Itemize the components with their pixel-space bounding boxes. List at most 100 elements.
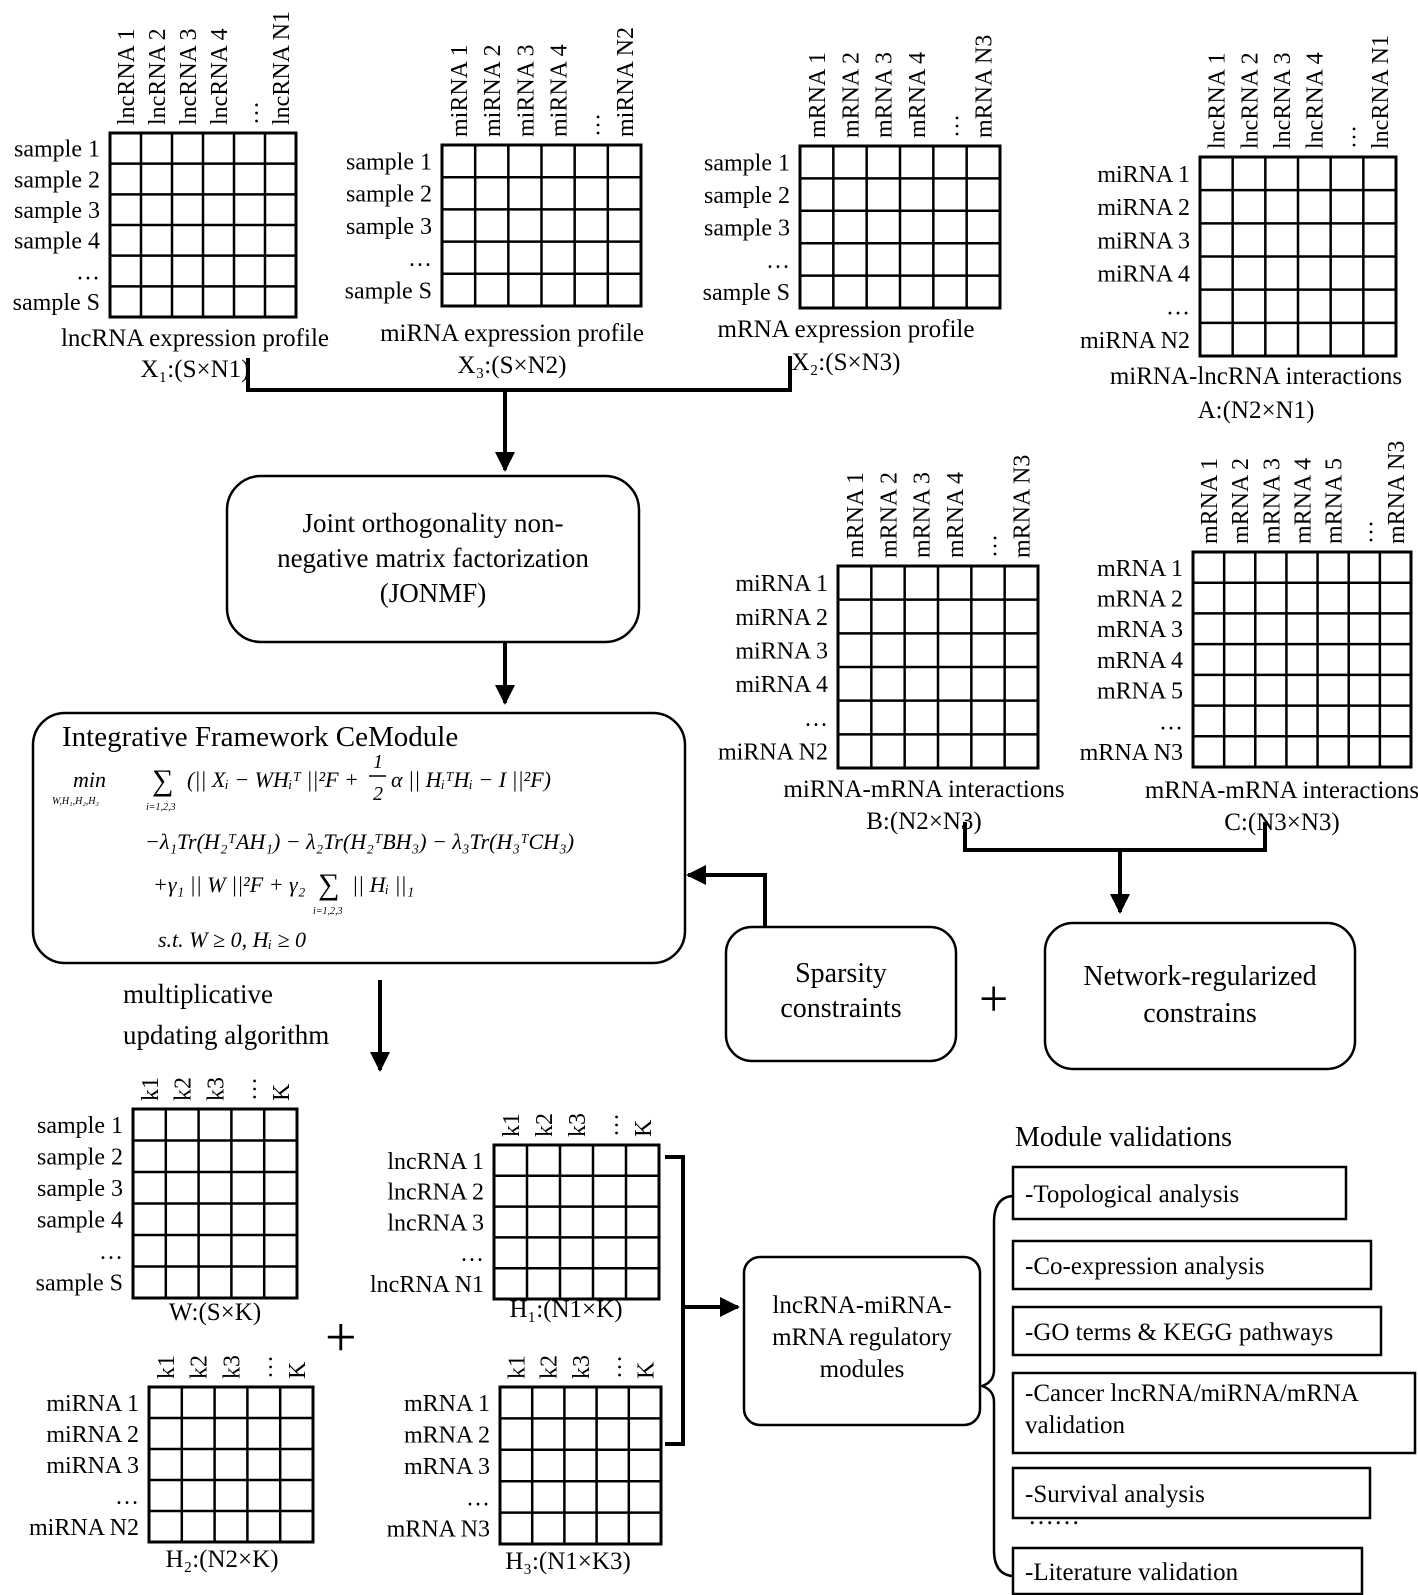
matrix-row-label: sample 1: [37, 1113, 123, 1139]
matrix-column-label: lncRNA 4: [207, 28, 233, 125]
matrix-column-label: lncRNA 1: [1205, 52, 1231, 149]
matrix-row-label: …: [99, 1239, 123, 1265]
matrix-column-label: mRNA 5: [1322, 458, 1348, 544]
matrix-caption: X₃:(S×N2): [458, 352, 567, 379]
matrix-caption: X₂:(S×N3): [792, 349, 901, 376]
matrix-column-label: …: [976, 534, 1002, 558]
matrix-column-label: mRNA 2: [876, 472, 902, 558]
matrix-row-label: sample 3: [704, 215, 790, 241]
matrix-column-label: …: [580, 113, 606, 137]
algorithm-label-1: multiplicative: [123, 979, 273, 1009]
matrix-column-label: lncRNA 3: [1270, 52, 1296, 149]
matrix-column-label: …: [238, 101, 264, 125]
matrix-caption: lncRNA expression profile: [61, 325, 329, 352]
matrix-row-label: mRNA 5: [1097, 679, 1183, 705]
formula-line-3b: || Hᵢ ||₁: [352, 872, 414, 897]
interaction-merge-line: [963, 822, 1267, 852]
regulatory-modules-box: [742, 1255, 982, 1427]
matrix-caption: H₂:(N2×K): [165, 1546, 278, 1573]
matrix-row-label: mRNA 2: [404, 1423, 490, 1449]
matrix-row-label: mRNA 4: [1097, 648, 1183, 674]
matrix-row-label: sample 3: [14, 198, 100, 224]
matrix-row-label: sample 1: [346, 150, 432, 176]
matrix-column-label: lncRNA N1: [1368, 35, 1394, 149]
expression-merge-line: [246, 356, 792, 392]
validation-item: -GO terms & KEGG pathways: [1011, 1305, 1383, 1357]
matrix-column-label: lncRNA 1: [114, 28, 140, 125]
matrix-column-label: miRNA N2: [613, 27, 639, 137]
validation-item-label: -Cancer lncRNA/miRNA/mRNA: [1025, 1380, 1359, 1407]
matrix-column-label: K: [269, 1083, 295, 1101]
matrix-row-label: lncRNA N1: [370, 1272, 484, 1298]
jonmf-text-2: negative matrix factorization: [277, 543, 589, 573]
matrix-column-label: mRNA 4: [943, 472, 969, 558]
matrix-row-label: sample 2: [37, 1145, 123, 1171]
matrix-column-label: K: [631, 1119, 657, 1137]
matrix-caption: B:(N2×N3): [866, 808, 981, 835]
matrix-column-label: mRNA 4: [1290, 458, 1316, 544]
matrix-column-label: lncRNA 4: [1303, 52, 1329, 149]
matrix-column-label: k2: [187, 1355, 213, 1379]
network-text-2: constrains: [1143, 998, 1257, 1029]
matrix-column-label: k3: [219, 1355, 245, 1379]
matrix-row-label: lncRNA 2: [387, 1180, 484, 1206]
matrix-frame: [492, 1143, 661, 1301]
modules-text-3: modules: [820, 1356, 905, 1383]
matrix-column-label: K: [285, 1361, 311, 1379]
matrix-caption: H₃:(N1×K3): [505, 1548, 631, 1575]
jonmf-box: [225, 474, 641, 644]
matrix-column-label: mRNA 3: [872, 52, 898, 138]
validation-item: -Survival analysis: [1011, 1466, 1372, 1520]
formula-line-2: −λ₁Tr(H₂ᵀAH₁) − λ₂Tr(H₂ᵀBH₃) − λ₃Tr(H₃ᵀC…: [145, 829, 574, 854]
matrix-column-label: k2: [532, 1113, 558, 1137]
matrix-row-label: sample 3: [346, 214, 432, 240]
formula-min: min: [73, 767, 106, 792]
matrix-column-label: lncRNA 3: [176, 28, 202, 125]
formula-sum-2: ∑: [318, 868, 339, 901]
matrix-row-label: miRNA N2: [718, 740, 828, 766]
matrix-column-label: …: [252, 1355, 278, 1379]
matrix-row-label: …: [76, 259, 100, 285]
validation-item-label: -Topological analysis: [1025, 1181, 1239, 1208]
matrix-column-label: mRNA 1: [805, 52, 831, 138]
formula-half-denominator: 2: [373, 783, 383, 805]
matrix-row-label: miRNA 4: [735, 672, 828, 698]
matrix-row-label: miRNA N2: [1080, 328, 1190, 354]
matrix-row-label: …: [466, 1485, 490, 1511]
validation-item-box: [1011, 1546, 1364, 1595]
matrix-column-label: mRNA 1: [843, 472, 869, 558]
validation-item-label: -Co-expression analysis: [1025, 1253, 1265, 1280]
matrix-row-label: sample 2: [346, 182, 432, 208]
matrix-frame: [498, 1385, 663, 1546]
matrix-row-label: sample 2: [704, 183, 790, 209]
matrix-row-label: sample 4: [37, 1208, 123, 1234]
validation-item-box: [1011, 1165, 1348, 1221]
objective-formula: min W,H₁,H₂,H₃ ∑ i=1,2,3 (|| Xᵢ − WHᵢᵀ |…: [52, 751, 574, 952]
matrix-row-label: miRNA 2: [735, 605, 828, 631]
matrix-row-label: sample 3: [37, 1176, 123, 1202]
validation-item-label: -GO terms & KEGG pathways: [1025, 1319, 1333, 1346]
matrix-column-label: …: [938, 114, 964, 138]
jonmf-text-1: Joint orthogonality non-: [303, 508, 564, 538]
matrix-row-label: mRNA 2: [1097, 586, 1183, 612]
matrix-row-label: …: [115, 1484, 139, 1510]
matrix-row-label: miRNA 1: [735, 571, 828, 597]
matrix-caption: X₁:(S×N1): [141, 356, 250, 383]
validation-item-label: validation: [1025, 1412, 1125, 1439]
formula-sum-1: ∑: [152, 764, 173, 797]
matrix-caption: miRNA expression profile: [380, 320, 644, 347]
matrix-column-label: mRNA 3: [910, 472, 936, 558]
modules-text-1: lncRNA-miRNA-: [772, 1292, 951, 1319]
matrix-column-label: k1: [138, 1077, 164, 1101]
matrix-row-label: …: [804, 706, 828, 732]
matrix-row-label: miRNA 3: [1097, 228, 1190, 254]
matrix-column-label: lncRNA 2: [1237, 52, 1263, 149]
matrix-column-label: K: [633, 1361, 659, 1379]
matrix-column-label: …: [1335, 125, 1361, 149]
matrix-column-label: mRNA 4: [905, 52, 931, 138]
